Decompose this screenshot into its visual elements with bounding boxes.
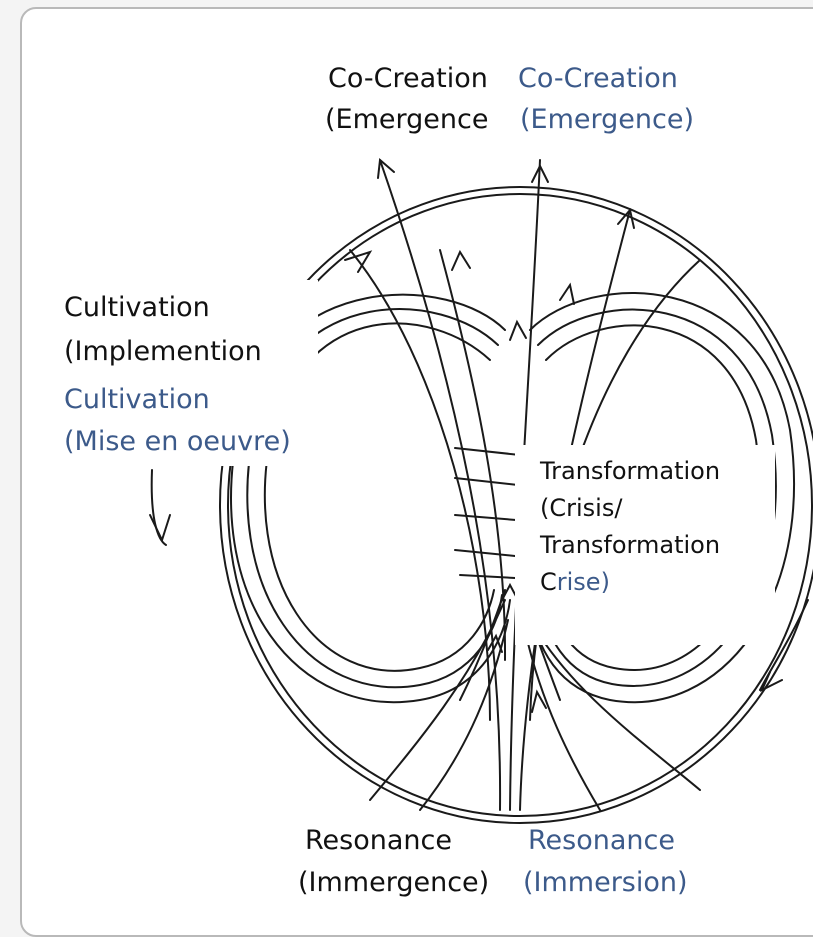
- arrowhead-right-ext: [759, 671, 783, 693]
- arrowhead-center-2: [509, 319, 527, 341]
- crisis-zigzag-4: [454, 549, 516, 557]
- left-loop-2: [246, 308, 503, 689]
- transformation-line4: Crise): [540, 566, 610, 599]
- center-line-4: [349, 249, 491, 721]
- left-loop-1: [230, 293, 511, 704]
- co-creation-fr-line2: (Emergence): [520, 104, 694, 135]
- arrowhead-top-center: [531, 163, 549, 183]
- transformation-line1: Transformation: [540, 457, 721, 485]
- arrowhead-bottom-left: [487, 633, 503, 653]
- resonance-en-line2: (Immergence): [298, 867, 490, 898]
- arrowhead-center-3: [559, 282, 575, 305]
- cultivation-fr-line2: (Mise en oeuvre): [64, 426, 291, 457]
- arrowhead-left-ext: [149, 514, 171, 543]
- resonance-en-line1: Resonance: [305, 825, 452, 856]
- crisis-zigzag-5: [459, 574, 516, 579]
- co-creation-en-line1: Co-Creation: [328, 63, 488, 94]
- transformation-line4-prefix: C: [540, 568, 557, 596]
- transformation-line3: Transformation: [540, 531, 721, 559]
- transformation-line4-fr: rise): [556, 568, 610, 596]
- arrowhead-bottom-right: [531, 689, 547, 713]
- co-creation-fr-line1: Co-Creation: [518, 63, 678, 94]
- right-external-arc: [759, 599, 809, 691]
- center-line-2: [379, 159, 502, 811]
- crisis-zigzag-1: [454, 447, 521, 456]
- crisis-zigzag-2: [454, 477, 519, 486]
- outer-circle-inner: [227, 193, 813, 817]
- transformation-line2: (Crisis/: [540, 494, 623, 522]
- transformation-label-bg: [515, 445, 775, 645]
- left-loop-3: [263, 322, 495, 672]
- cultivation-label-bg: [56, 280, 318, 466]
- outer-circle: [219, 186, 813, 824]
- arrowhead-center-1: [451, 249, 471, 271]
- crisis-zigzag-3: [454, 514, 517, 521]
- cultivation-en-line1: Cultivation: [64, 292, 210, 323]
- resonance-fr-line2: (Immersion): [523, 867, 688, 898]
- co-creation-en-line2: (Emergence: [325, 104, 489, 135]
- right-loop-1: [529, 292, 795, 703]
- arrowhead-top-right: [617, 207, 635, 229]
- bottom-fan-3: [524, 629, 601, 811]
- arrowhead-left-loop: [344, 250, 373, 273]
- cultivation-fr-line1: Cultivation: [64, 384, 210, 415]
- resonance-fr-line1: Resonance: [528, 825, 675, 856]
- cultivation-en-line2: (Implemention: [64, 336, 262, 367]
- arrowhead-top-left: [377, 158, 395, 179]
- bottom-fan-4: [529, 619, 701, 791]
